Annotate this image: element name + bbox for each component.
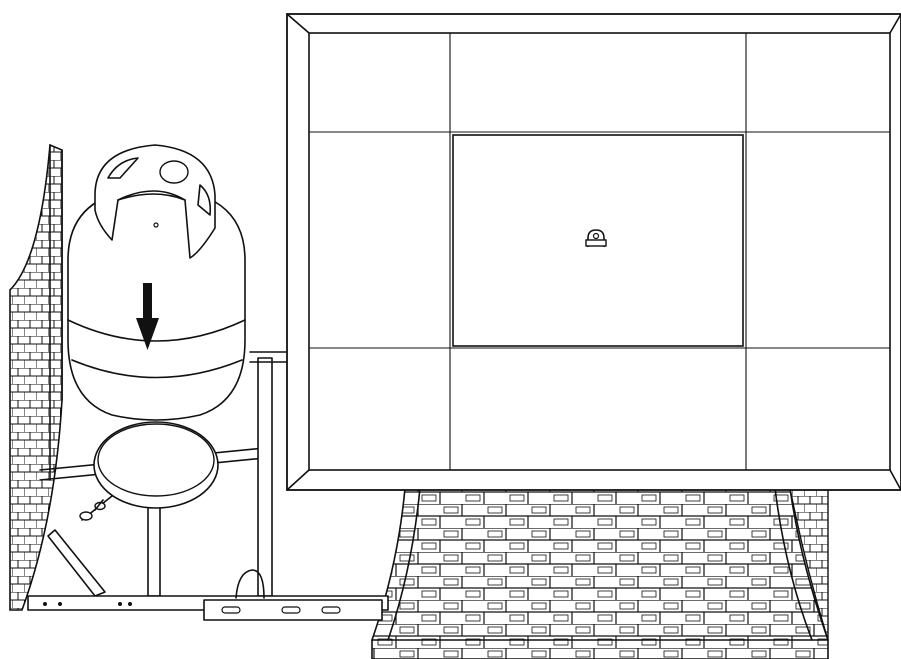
tabletop	[286, 13, 901, 491]
slide-rail	[43, 599, 383, 621]
propane-tank	[67, 144, 246, 421]
down-arrow-icon	[136, 283, 159, 350]
wicker-right-edge	[789, 487, 829, 641]
tank-ring-holder	[93, 421, 219, 509]
wing-bolt	[79, 495, 113, 521]
wicker-base-panel	[371, 487, 829, 659]
gas-hose	[235, 569, 265, 599]
wicker-side-panel	[9, 143, 63, 611]
lid-handle-icon	[585, 229, 607, 247]
